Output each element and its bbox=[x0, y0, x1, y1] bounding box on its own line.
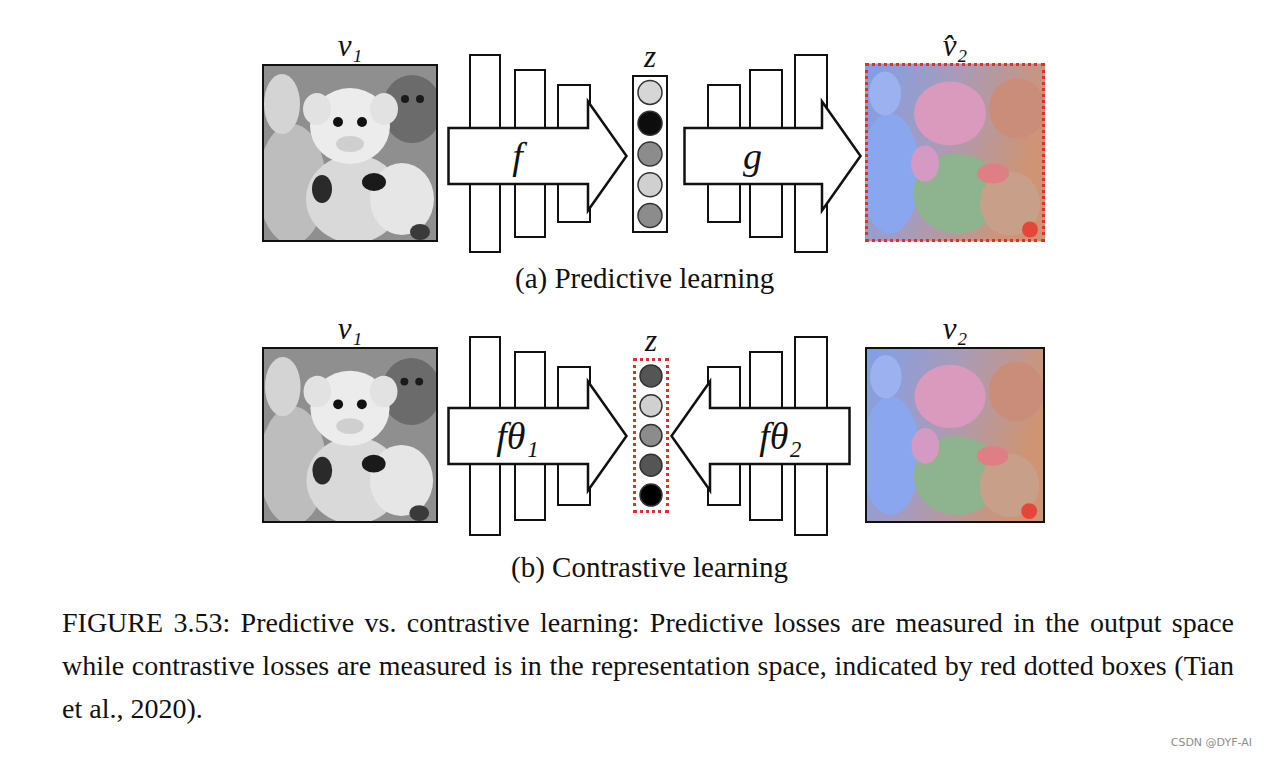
vector-cell bbox=[638, 80, 662, 104]
watermark: CSDN @DYF-AI bbox=[1171, 736, 1252, 749]
arrow-outline bbox=[685, 102, 861, 211]
representation-vector: z bbox=[632, 75, 668, 233]
image-view: v₂ bbox=[865, 347, 1045, 523]
subfigure-caption: (b) Contrastive learning bbox=[511, 550, 788, 585]
function-label: g bbox=[683, 100, 822, 212]
encoder-arrow: fθ₁ bbox=[447, 380, 628, 492]
arrow-shape bbox=[683, 100, 862, 212]
view-label: v₁ bbox=[224, 310, 476, 347]
vector-cells bbox=[636, 361, 666, 510]
vector-cell bbox=[640, 395, 662, 417]
vector-cell bbox=[638, 173, 662, 197]
vector-cell bbox=[638, 204, 662, 228]
vector-cells bbox=[634, 77, 666, 231]
encoder-arrow: g bbox=[683, 100, 862, 212]
vector-label: z bbox=[594, 38, 706, 75]
grayscale-image bbox=[258, 64, 442, 244]
view-label: v₂ bbox=[827, 310, 1083, 347]
image-view: v₁ bbox=[262, 64, 438, 242]
arrow-shape bbox=[447, 100, 628, 212]
vector-cell bbox=[638, 142, 662, 166]
figure-caption: FIGURE 3.53: Predictive vs. contrastive … bbox=[62, 601, 1234, 730]
representation-vector: z bbox=[633, 358, 669, 513]
encoder-arrow: f bbox=[447, 100, 628, 212]
color-image bbox=[860, 64, 1045, 242]
grayscale-image bbox=[259, 347, 441, 525]
vector-cell bbox=[640, 365, 662, 387]
vector-cell bbox=[640, 484, 662, 506]
function-label: fθ₁ bbox=[447, 380, 588, 492]
image-view: v̂₂ bbox=[865, 63, 1045, 242]
image-view: v₁ bbox=[262, 347, 438, 523]
encoder-arrow: fθ₂ bbox=[670, 380, 851, 492]
function-label: f bbox=[447, 100, 588, 212]
view-label: v̂₂ bbox=[828, 27, 1082, 64]
view-label: v₁ bbox=[224, 27, 476, 64]
color-image bbox=[861, 347, 1044, 523]
vector-cell bbox=[640, 454, 662, 476]
vector-cell bbox=[640, 425, 662, 447]
vector-cell bbox=[638, 111, 662, 135]
arrow-outline bbox=[449, 102, 627, 211]
function-label: fθ₂ bbox=[710, 380, 851, 492]
input-images bbox=[258, 64, 1045, 525]
vector-label: z bbox=[596, 322, 706, 359]
subfigure-caption: (a) Predictive learning bbox=[515, 261, 774, 296]
